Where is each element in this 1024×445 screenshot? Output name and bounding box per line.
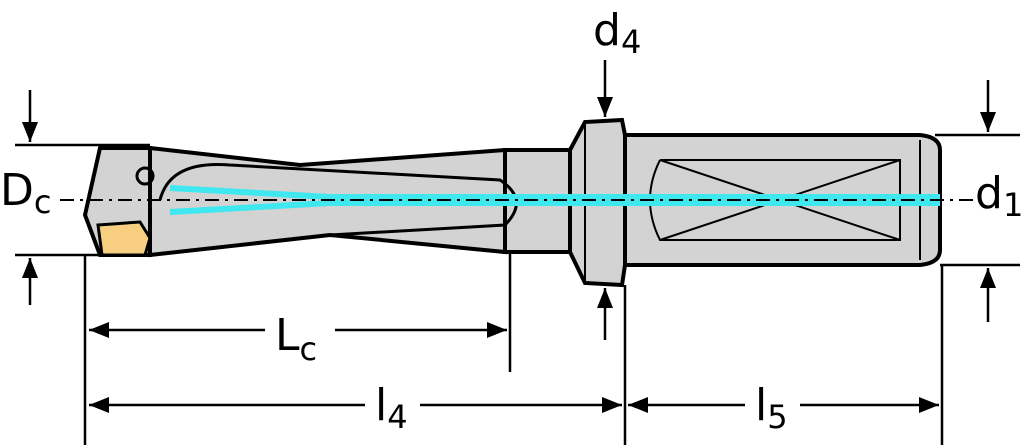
label-l5: l5 xyxy=(755,380,788,436)
coolant-hole xyxy=(135,166,155,186)
label-d4: d4 xyxy=(593,5,641,61)
label-d1: d1 xyxy=(975,168,1023,224)
flute-curve xyxy=(158,162,518,237)
label-l4: l4 xyxy=(375,380,408,436)
coolant-channels xyxy=(169,185,940,215)
dimension-lines xyxy=(15,60,1020,445)
label-Lc: Lc xyxy=(275,310,317,368)
label-Dc: Dc xyxy=(0,165,51,221)
cutting-insert xyxy=(96,220,152,257)
